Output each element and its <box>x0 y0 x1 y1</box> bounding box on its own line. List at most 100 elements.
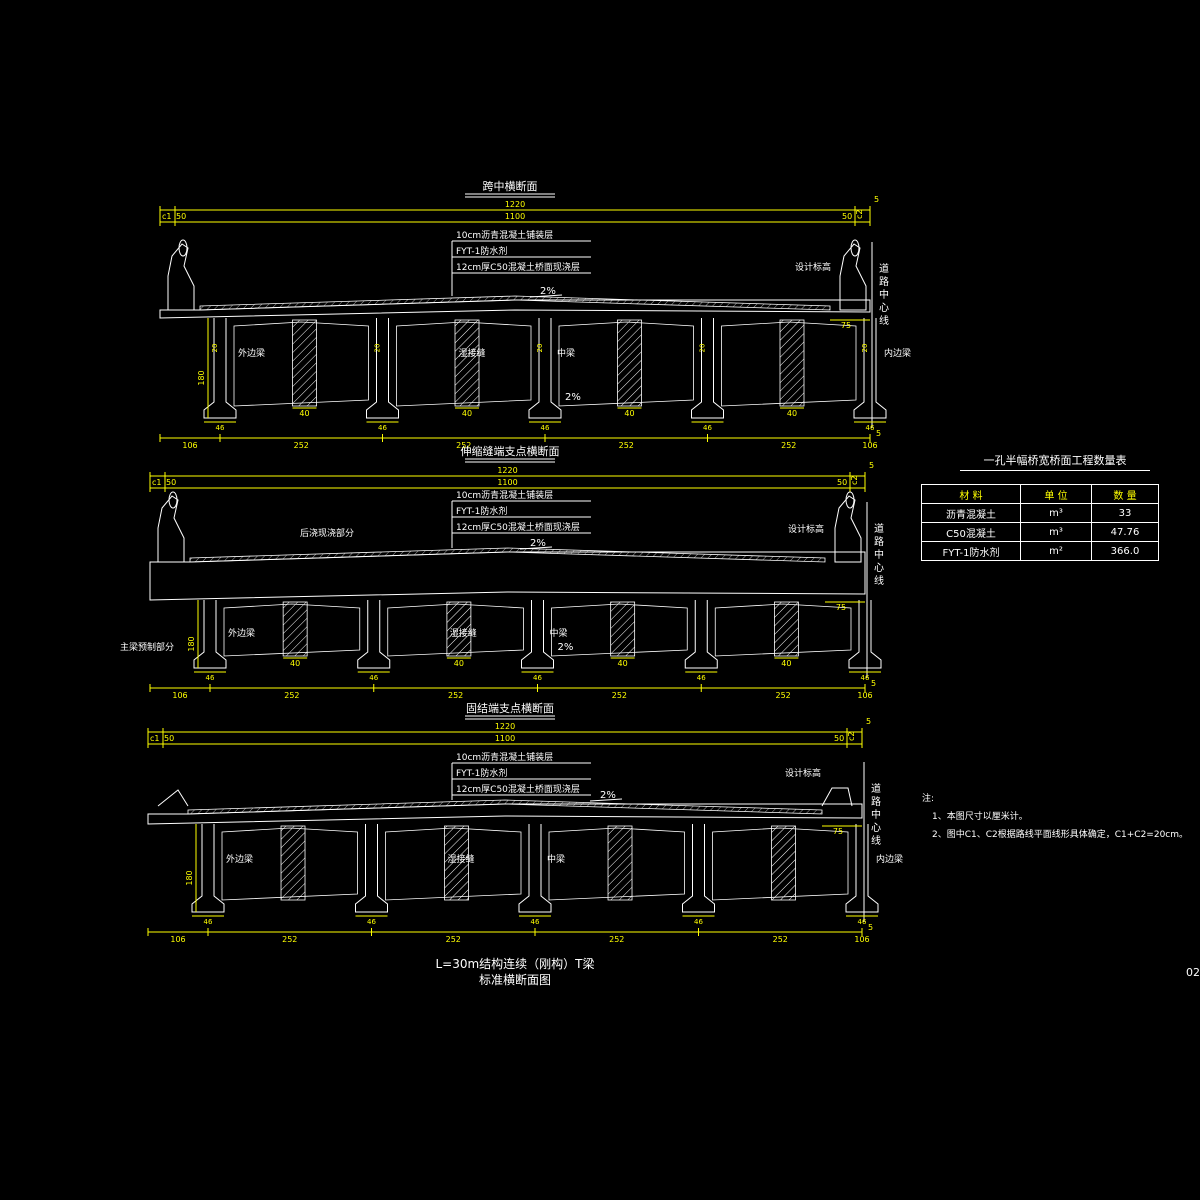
layer-label-waterproof: FYT-1防水剂 <box>456 767 507 779</box>
dim-edge-left: 50 <box>166 478 176 487</box>
table-cell: 33 <box>1091 503 1159 523</box>
dim-20: 20 <box>211 344 219 353</box>
diaphragm-panel <box>714 603 852 657</box>
deck-slab <box>159 299 871 319</box>
dim-bottom: 252 <box>781 441 796 450</box>
section-title: 伸缩缝端支点横断面 <box>461 444 560 458</box>
girder-web <box>203 318 237 419</box>
layer-label-asphalt: 10cm沥青混凝土铺装层 <box>456 751 553 763</box>
centerline-char: 路 <box>879 275 889 288</box>
dim-offset5: 5 <box>866 717 871 726</box>
dim-c1: c1 <box>152 478 162 487</box>
dim-20: 20 <box>374 344 382 353</box>
dim-180: 180 <box>185 870 194 885</box>
diaphragm-panel <box>385 827 522 901</box>
dim-46: 46 <box>697 674 706 682</box>
deck-slab <box>149 551 866 601</box>
table-cell: 47.76 <box>1091 522 1159 542</box>
dim-180: 180 <box>187 636 196 651</box>
girder-web <box>521 600 554 669</box>
wet-joint-hatch <box>771 825 796 901</box>
table-cell: m³ <box>1020 522 1092 542</box>
dim-total-width: 1220 <box>495 722 515 731</box>
outer-beam-label: 外边梁 <box>238 347 265 359</box>
dim-40: 40 <box>462 409 472 418</box>
girder-web <box>528 318 562 419</box>
wet-joint-label: 湿接缝 <box>448 853 475 865</box>
barrier-railing <box>178 239 188 257</box>
design-elevation-label: 设计标高 <box>795 261 831 273</box>
wet-joint-hatch <box>282 601 308 657</box>
wet-joint-hatch <box>444 825 469 901</box>
girder-web <box>684 600 718 669</box>
wet-joint-hatch <box>280 825 306 901</box>
centerline-char: 道 <box>874 522 884 535</box>
dim-offset5: 5 <box>876 429 881 438</box>
girder-web <box>355 824 388 913</box>
deck-slab <box>147 803 863 825</box>
dim-bottom: 252 <box>294 441 309 450</box>
centerline-char: 中 <box>874 548 884 561</box>
diaphragm-panel <box>223 603 361 657</box>
dim-46: 46 <box>531 918 540 926</box>
girder-web <box>853 318 887 419</box>
page-number: 02 <box>1186 966 1200 979</box>
layer-label-asphalt: 10cm沥青混凝土铺装层 <box>456 489 553 501</box>
dim-40: 40 <box>299 409 309 418</box>
outer-beam-label: 外边梁 <box>228 627 255 639</box>
centerline-char: 心 <box>871 822 881 834</box>
dim-46: 46 <box>694 918 703 926</box>
barrier-left <box>167 243 195 311</box>
inner-beam-label: 内边梁 <box>884 347 911 359</box>
centerline-char: 心 <box>879 302 889 314</box>
dim-46: 46 <box>378 424 387 432</box>
dim-75: 75 <box>833 827 843 836</box>
drawing-title-line2: 标准横断面图 <box>478 973 551 987</box>
diaphragm-panel <box>221 827 358 901</box>
dim-bottom: 106 <box>854 935 869 944</box>
centerline-char: 线 <box>879 314 889 327</box>
quantity-table-title: 一孔半幅桥宽桥面工程数量表 <box>960 452 1150 471</box>
layer-label-concrete: 12cm厚C50混凝土桥面现浇层 <box>456 783 580 795</box>
wet-joint-hatch <box>607 825 633 901</box>
drawing-title-line1: L=30m结构连续（刚构）T梁 <box>435 957 595 971</box>
layer-label-asphalt: 10cm沥青混凝土铺装层 <box>456 229 553 241</box>
dim-40: 40 <box>290 659 300 668</box>
centerline-char: 线 <box>871 834 881 847</box>
dim-c2: c2 <box>850 476 859 486</box>
dim-bottom: 252 <box>612 691 627 700</box>
diaphragm-panel <box>558 321 694 407</box>
dim-bottom: 106 <box>857 691 872 700</box>
dim-75: 75 <box>841 321 851 330</box>
notes: 注: 1、本图尺寸以厘米计。 2、图中C1、C2根据路线平面线形具体确定，C1+… <box>922 790 1188 844</box>
dim-bottom: 106 <box>172 691 187 700</box>
centerline-char: 道 <box>871 782 881 795</box>
dim-46: 46 <box>541 424 550 432</box>
slope-label: 2% <box>530 538 546 549</box>
dim-40: 40 <box>781 659 791 668</box>
girder-web <box>191 824 225 913</box>
girder-web <box>848 600 882 669</box>
table-row: 沥青混凝土 m³ 33 <box>921 503 1159 523</box>
dim-46: 46 <box>367 918 376 926</box>
wet-joint-hatch <box>292 319 317 407</box>
centerline-char: 中 <box>879 288 889 301</box>
dim-46: 46 <box>204 918 213 926</box>
dim-40: 40 <box>624 409 634 418</box>
dim-bottom: 252 <box>619 441 634 450</box>
dim-inner-width: 1100 <box>495 734 515 743</box>
dim-46: 46 <box>861 674 870 682</box>
barrier-right <box>839 243 867 311</box>
barrier-railing <box>850 239 860 257</box>
diaphragm-panel <box>721 321 857 407</box>
centerline-char: 路 <box>874 535 884 548</box>
dim-bottom: 106 <box>862 441 877 450</box>
dim-46: 46 <box>206 674 215 682</box>
table-cell: 沥青混凝土 <box>921 503 1021 523</box>
asphalt-layer <box>199 295 831 311</box>
girder-web <box>357 600 391 669</box>
cast-part-label: 后浇现浇部分 <box>300 527 354 539</box>
section-title: 跨中横断面 <box>483 179 538 193</box>
